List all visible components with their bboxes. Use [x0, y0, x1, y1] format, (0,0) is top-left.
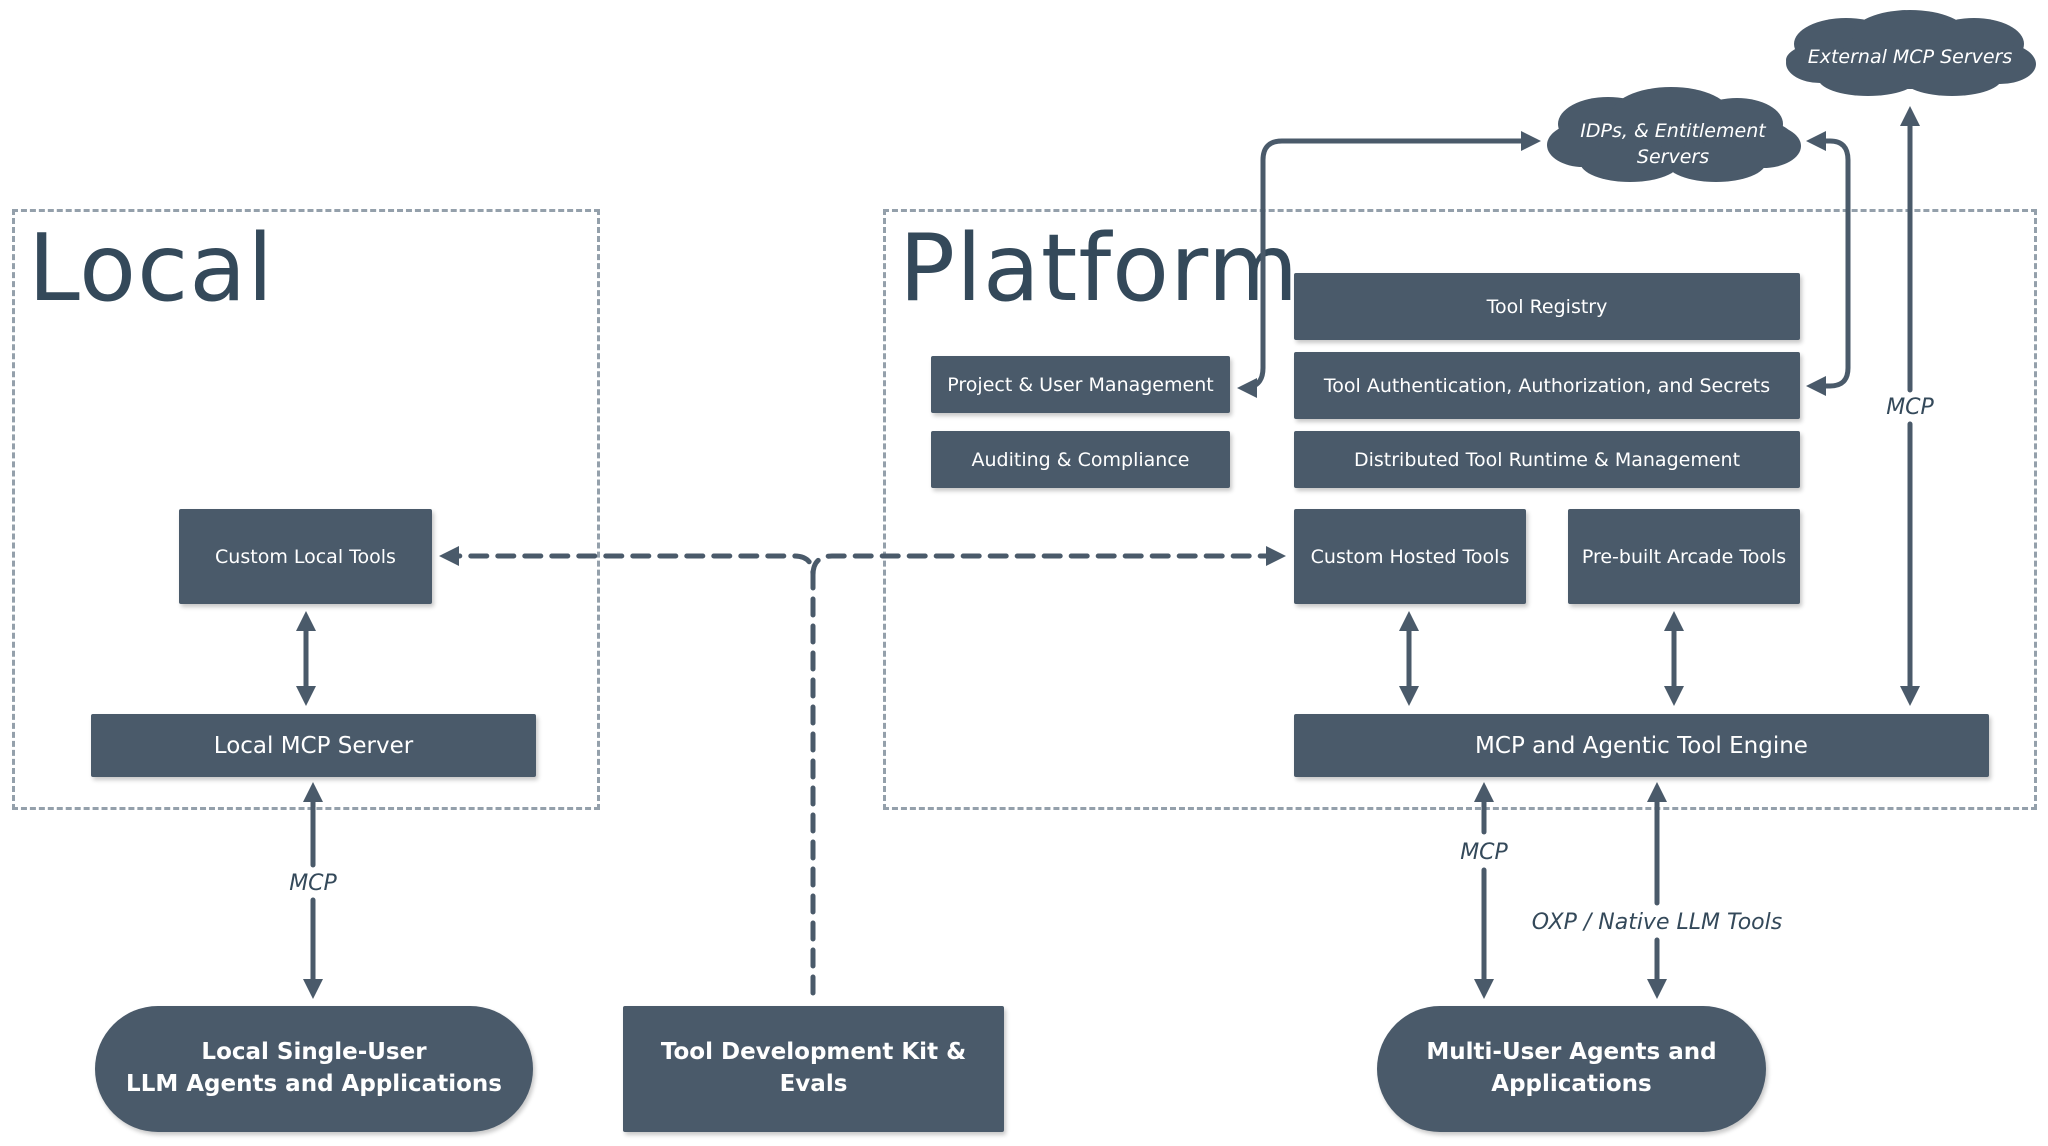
edge-label-local-mcp: MCP	[289, 871, 337, 896]
local-region-title: Local	[28, 214, 275, 322]
auditing-compliance-box: Auditing & Compliance	[931, 431, 1230, 488]
prebuilt-arcade-tools-box: Pre-built Arcade Tools	[1568, 509, 1800, 604]
custom-hosted-tools-box: Custom Hosted Tools	[1294, 509, 1526, 604]
edge-label-external-mcp: MCP	[1886, 395, 1934, 420]
idp-cloud-label-line2: Servers	[1637, 146, 1709, 168]
multi-user-agents-node: Multi-User Agents and Applications	[1377, 1006, 1766, 1132]
edge-label-oxp: OXP / Native LLM Tools	[1532, 910, 1782, 935]
edge-label-engine-mcp: MCP	[1460, 840, 1508, 865]
project-user-management-box: Project & User Management	[931, 356, 1230, 413]
local-mcp-server-box: Local MCP Server	[91, 714, 536, 777]
external-mcp-cloud-label: External MCP Servers	[1808, 46, 2013, 68]
distributed-runtime-box: Distributed Tool Runtime & Management	[1294, 431, 1800, 488]
mcp-agentic-engine-box: MCP and Agentic Tool Engine	[1294, 714, 1989, 777]
custom-local-tools-box: Custom Local Tools	[179, 509, 432, 604]
tool-dev-kit-node: Tool Development Kit & Evals	[623, 1006, 1004, 1132]
platform-region-title: Platform	[899, 214, 1300, 322]
local-region	[12, 209, 600, 810]
tool-registry-box: Tool Registry	[1294, 273, 1800, 340]
local-agents-node: Local Single-User LLM Agents and Applica…	[95, 1006, 533, 1132]
idp-cloud-label-line1: IDPs, & Entitlement	[1580, 120, 1767, 142]
tool-auth-box: Tool Authentication, Authorization, and …	[1294, 352, 1800, 419]
